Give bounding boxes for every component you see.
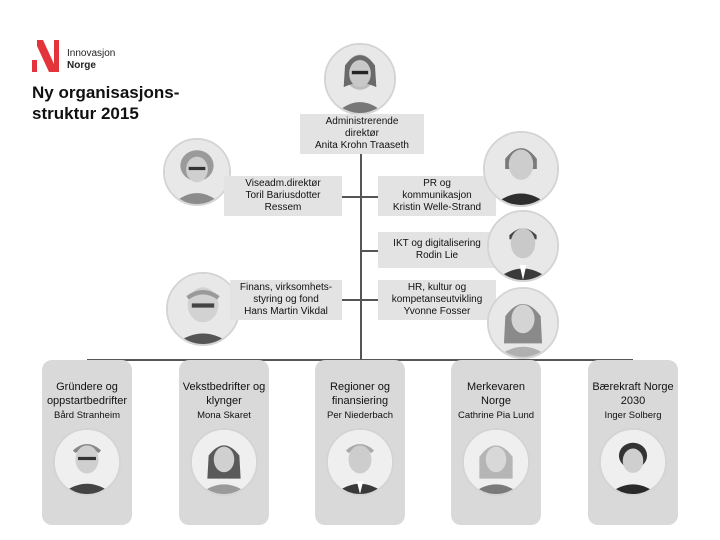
division-title-line1: Bærekraft Norge — [592, 381, 674, 393]
ceo-role-line2: direktør — [345, 128, 379, 139]
staff-line2: kommunikasjon — [402, 190, 472, 201]
pr-photo — [483, 131, 559, 207]
hr-photo — [487, 287, 559, 359]
staff-line3: Hans Martin Vikdal — [244, 306, 328, 317]
person-silhouette-icon — [464, 430, 528, 494]
staff-line3: Ressem — [264, 202, 302, 213]
person-silhouette-icon — [601, 430, 665, 494]
division-card-merkevaren: Merkevaren Norge Cathrine Pia Lund — [451, 360, 541, 525]
page-title: Ny organisasjons- struktur 2015 — [32, 82, 212, 124]
division-leader-photo — [326, 428, 394, 496]
division-card-grundere: Gründere og oppstartbedrifter Bård Stran… — [42, 360, 132, 525]
deputy-director-photo — [163, 138, 231, 206]
person-silhouette-icon — [328, 430, 392, 494]
logo-text: Innovasjon Norge — [67, 48, 137, 72]
staff-box-pr: PR og kommunikasjon Kristin Welle-Strand — [378, 176, 496, 216]
division-title-line2: finansiering — [331, 395, 389, 407]
connector-vertical-main — [360, 114, 362, 360]
person-silhouette-icon — [485, 133, 557, 205]
logo-line1: Innovasjon — [67, 48, 116, 59]
ceo-role-line1: Administrerende — [325, 116, 399, 127]
division-title: Gründere og oppstartbedrifter — [42, 380, 132, 408]
division-title-line2: Norge — [481, 395, 511, 407]
division-leader-photo — [462, 428, 530, 496]
division-title: Regioner og finansiering — [315, 380, 405, 408]
division-leader-photo — [599, 428, 667, 496]
division-card-baerekraft: Bærekraft Norge 2030 Inger Solberg — [588, 360, 678, 525]
ceo-name: Anita Krohn Traaseth — [315, 140, 409, 151]
division-title: Vekstbedrifter og klynger — [179, 380, 269, 408]
division-leader-name: Bård Stranheim — [53, 410, 120, 421]
staff-line1: Viseadm.direktør — [245, 178, 321, 189]
division-leader-photo — [190, 428, 258, 496]
person-silhouette-icon — [326, 45, 394, 113]
person-silhouette-icon — [489, 212, 557, 280]
staff-box-finance: Finans, virksomhets- styring og fond Han… — [230, 280, 342, 320]
ikt-photo — [487, 210, 559, 282]
staff-line1: HR, kultur og — [407, 282, 467, 293]
staff-line2: Rodin Lie — [415, 250, 459, 261]
division-leader-name: Inger Solberg — [604, 410, 662, 421]
staff-line1: PR og — [423, 178, 451, 189]
title-line1: Ny organisasjons- — [32, 83, 180, 102]
person-silhouette-icon — [192, 430, 256, 494]
division-title-line1: Gründere og — [56, 381, 118, 393]
staff-line2: kompetanseutvikling — [391, 294, 483, 305]
division-card-regioner: Regioner og finansiering Per Niederbach — [315, 360, 405, 525]
staff-line1: Finans, virksomhets- — [239, 282, 333, 293]
division-leader-name: Per Niederbach — [326, 410, 393, 421]
connector-staff-right-1 — [362, 196, 380, 198]
division-title-line1: Regioner og — [330, 381, 390, 393]
division-title-line2: klynger — [206, 395, 242, 407]
finance-photo — [166, 272, 240, 346]
division-title-line1: Vekstbedrifter og — [182, 381, 266, 393]
connector-staff-right-2 — [362, 250, 380, 252]
staff-line2: Toril Bariusdotter — [245, 190, 321, 201]
connector-staff-left-2 — [340, 299, 360, 301]
ceo-photo — [324, 43, 396, 115]
person-silhouette-icon — [55, 430, 119, 494]
division-title: Merkevaren Norge — [451, 380, 541, 408]
connector-staff-left-1 — [340, 196, 360, 198]
staff-line2: styring og fond — [253, 294, 319, 305]
division-leader-photo — [53, 428, 121, 496]
person-silhouette-icon — [489, 289, 557, 357]
staff-line3: Kristin Welle-Strand — [392, 202, 482, 213]
division-title-line1: Merkevaren — [466, 381, 526, 393]
division-leader-name: Cathrine Pia Lund — [457, 410, 535, 421]
staff-box-hr: HR, kultur og kompetanseutvikling Yvonne… — [378, 280, 496, 320]
division-title-line2: 2030 — [620, 395, 646, 407]
division-leader-name: Mona Skaret — [197, 410, 251, 421]
ceo-box: Administrerende direktør Anita Krohn Tra… — [300, 114, 424, 154]
person-silhouette-icon — [168, 274, 238, 344]
staff-line1: IKT og digitalisering — [393, 238, 481, 249]
title-line2: struktur 2015 — [32, 104, 139, 123]
division-card-vekst: Vekstbedrifter og klynger Mona Skaret — [179, 360, 269, 525]
staff-line3: Yvonne Fosser — [403, 306, 471, 317]
division-title: Bærekraft Norge 2030 — [588, 380, 678, 408]
staff-box-ikt: IKT og digitalisering Rodin Lie — [378, 232, 496, 268]
staff-box-deputy-director: Viseadm.direktør Toril Bariusdotter Ress… — [224, 176, 342, 216]
connector-staff-right-3 — [362, 299, 380, 301]
person-silhouette-icon — [165, 140, 229, 204]
division-title-line2: oppstartbedrifter — [46, 395, 128, 407]
logo-line2: Norge — [67, 60, 96, 71]
innovasjon-norge-logo-icon — [32, 40, 59, 72]
